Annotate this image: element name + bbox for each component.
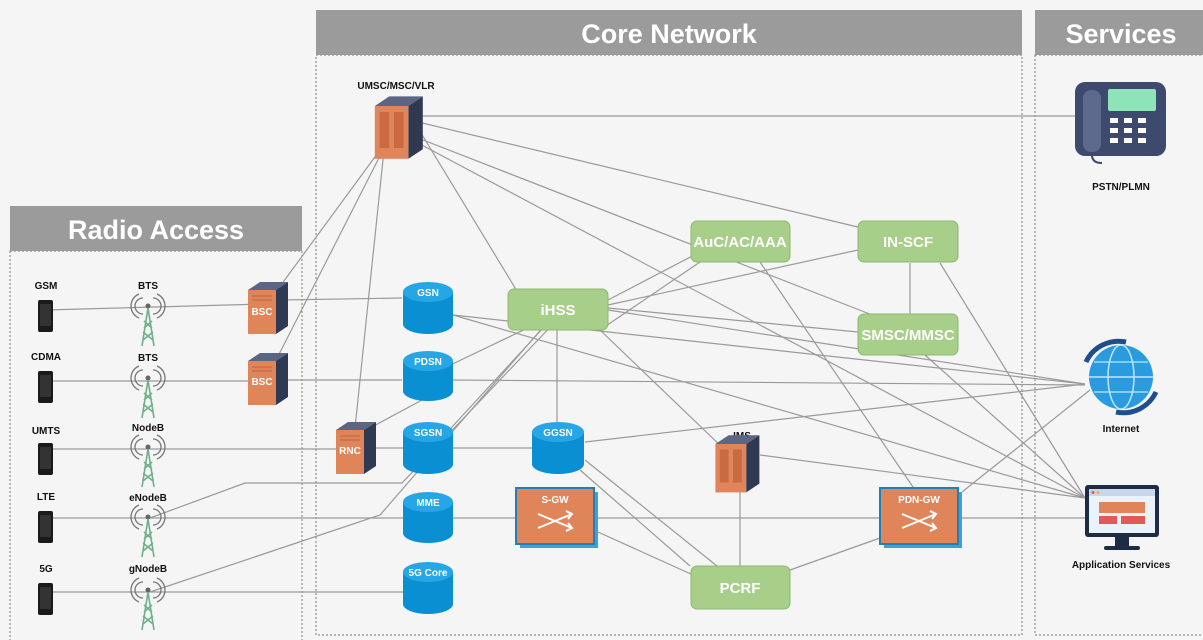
phone-icon: [38, 511, 53, 543]
device-label-gsm: GSM: [35, 281, 58, 292]
station-enodeb: eNodeB: [129, 493, 167, 558]
cell-tower-icon: [130, 293, 166, 347]
switch-arrows-icon: [537, 510, 574, 532]
node-ihss: iHSS: [507, 288, 609, 331]
node-label-sgw: S-GW: [541, 495, 569, 506]
service-apps: Application Services: [1072, 485, 1171, 571]
node-sgw: S-GW: [515, 487, 598, 548]
station-label: eNodeB: [129, 493, 167, 504]
station-bts-2: BTS: [130, 353, 166, 419]
node-label-sgsn: SGSN: [414, 428, 442, 439]
monitor-icon: [1085, 485, 1159, 550]
device-label-lte: LTE: [37, 492, 55, 503]
cell-tower-icon: [130, 434, 166, 488]
node-label-auc: AuC/AC/AAA: [693, 234, 786, 251]
telephone-icon: [1075, 82, 1166, 164]
globe-icon: [1083, 338, 1159, 416]
controller-label: BSC: [251, 307, 272, 318]
controller-bsc-1: BSC: [247, 281, 289, 335]
station-label: BTS: [138, 353, 158, 364]
station-gnodeb: gNodeB: [129, 564, 167, 631]
station-label: NodeB: [132, 423, 164, 434]
node-smsc: SMSC/MMSC: [857, 313, 959, 356]
node-label-pdsn: PDSN: [414, 357, 442, 368]
service-pstn: PSTN/PLMN: [1075, 82, 1166, 193]
node-label-mme: MME: [416, 498, 440, 509]
device-label-umts: UMTS: [32, 426, 61, 437]
node-label-inscf: IN-SCF: [883, 234, 933, 251]
controller-bsc-2: BSC: [247, 352, 289, 406]
phone-icon: [38, 371, 53, 403]
device-cdma: CDMA: [31, 352, 61, 403]
node-umsc: UMSC/MSC/VLR: [357, 81, 435, 159]
device-label-5g: 5G: [39, 564, 53, 575]
service-internet: Internet: [1083, 338, 1159, 435]
node-auc: AuC/AC/AAA: [690, 220, 791, 263]
station-bts-1: BTS: [130, 281, 166, 347]
node-label-pcrf: PCRF: [720, 580, 761, 597]
controller-label: RNC: [339, 446, 361, 457]
device-5g: 5G: [38, 564, 53, 615]
node-sgsn: SGSN: [403, 422, 453, 474]
cell-tower-icon: [130, 504, 166, 558]
node-inscf: IN-SCF: [857, 220, 959, 263]
node-label-gsn: GSN: [417, 288, 439, 299]
node-pdngw: PDN-GW: [879, 487, 962, 548]
core-network-title: Core Network: [581, 19, 758, 49]
node-ggsn: GGSN: [532, 422, 584, 474]
node-gsn: GSN: [403, 282, 453, 334]
node-label-smsc: SMSC/MMSC: [861, 327, 955, 344]
controller-rnc: RNC: [335, 421, 377, 475]
phone-icon: [38, 583, 53, 615]
cell-tower-icon: [130, 365, 166, 419]
device-label-cdma: CDMA: [31, 352, 61, 363]
core-network-panel: Core Network: [315, 10, 1023, 636]
node-ims: IMS: [715, 431, 760, 493]
service-label-pstn: PSTN/PLMN: [1092, 182, 1150, 193]
station-label: BTS: [138, 281, 158, 292]
node-5g-core: 5G Core: [403, 562, 453, 614]
node-pdsn: PDSN: [403, 351, 453, 401]
phone-icon: [38, 443, 53, 475]
device-lte: LTE: [37, 492, 55, 543]
node-label-ihss: iHSS: [540, 302, 575, 319]
connection-lines: [45, 115, 1091, 593]
controller-label: BSC: [251, 377, 272, 388]
node-mme: MME: [403, 492, 453, 543]
services-title: Services: [1065, 19, 1176, 49]
phone-icon: [38, 300, 53, 332]
station-nodeb: NodeB: [130, 423, 166, 488]
node-label-pdngw: PDN-GW: [898, 495, 940, 506]
services-panel: Services: [1034, 10, 1203, 636]
radio-access-title: Radio Access: [68, 215, 244, 245]
service-label-apps: Application Services: [1072, 560, 1171, 571]
node-label-umsc: UMSC/MSC/VLR: [357, 81, 435, 92]
cell-tower-icon: [130, 577, 166, 631]
station-label: gNodeB: [129, 564, 167, 575]
service-label-internet: Internet: [1103, 424, 1140, 435]
device-gsm: GSM: [35, 281, 58, 332]
node-label-ggsn: GGSN: [543, 428, 572, 439]
switch-arrows-icon: [901, 510, 938, 532]
node-pcrf: PCRF: [690, 565, 791, 610]
device-umts: UMTS: [32, 426, 61, 475]
node-label-5g-core: 5G Core: [409, 568, 448, 579]
